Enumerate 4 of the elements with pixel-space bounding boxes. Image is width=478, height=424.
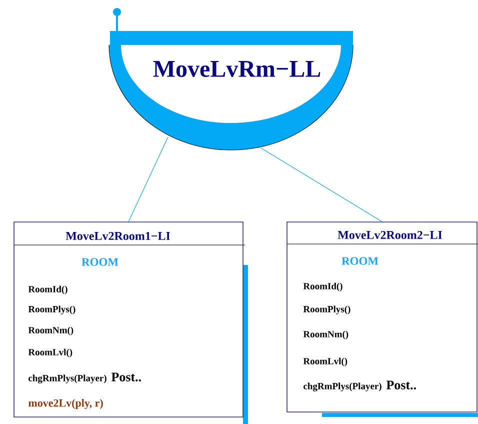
connector-line — [128, 136, 168, 222]
node-title: MoveLvRm−LL — [153, 61, 320, 77]
connector-line — [260, 148, 382, 222]
bowl-node — [108, 8, 354, 150]
